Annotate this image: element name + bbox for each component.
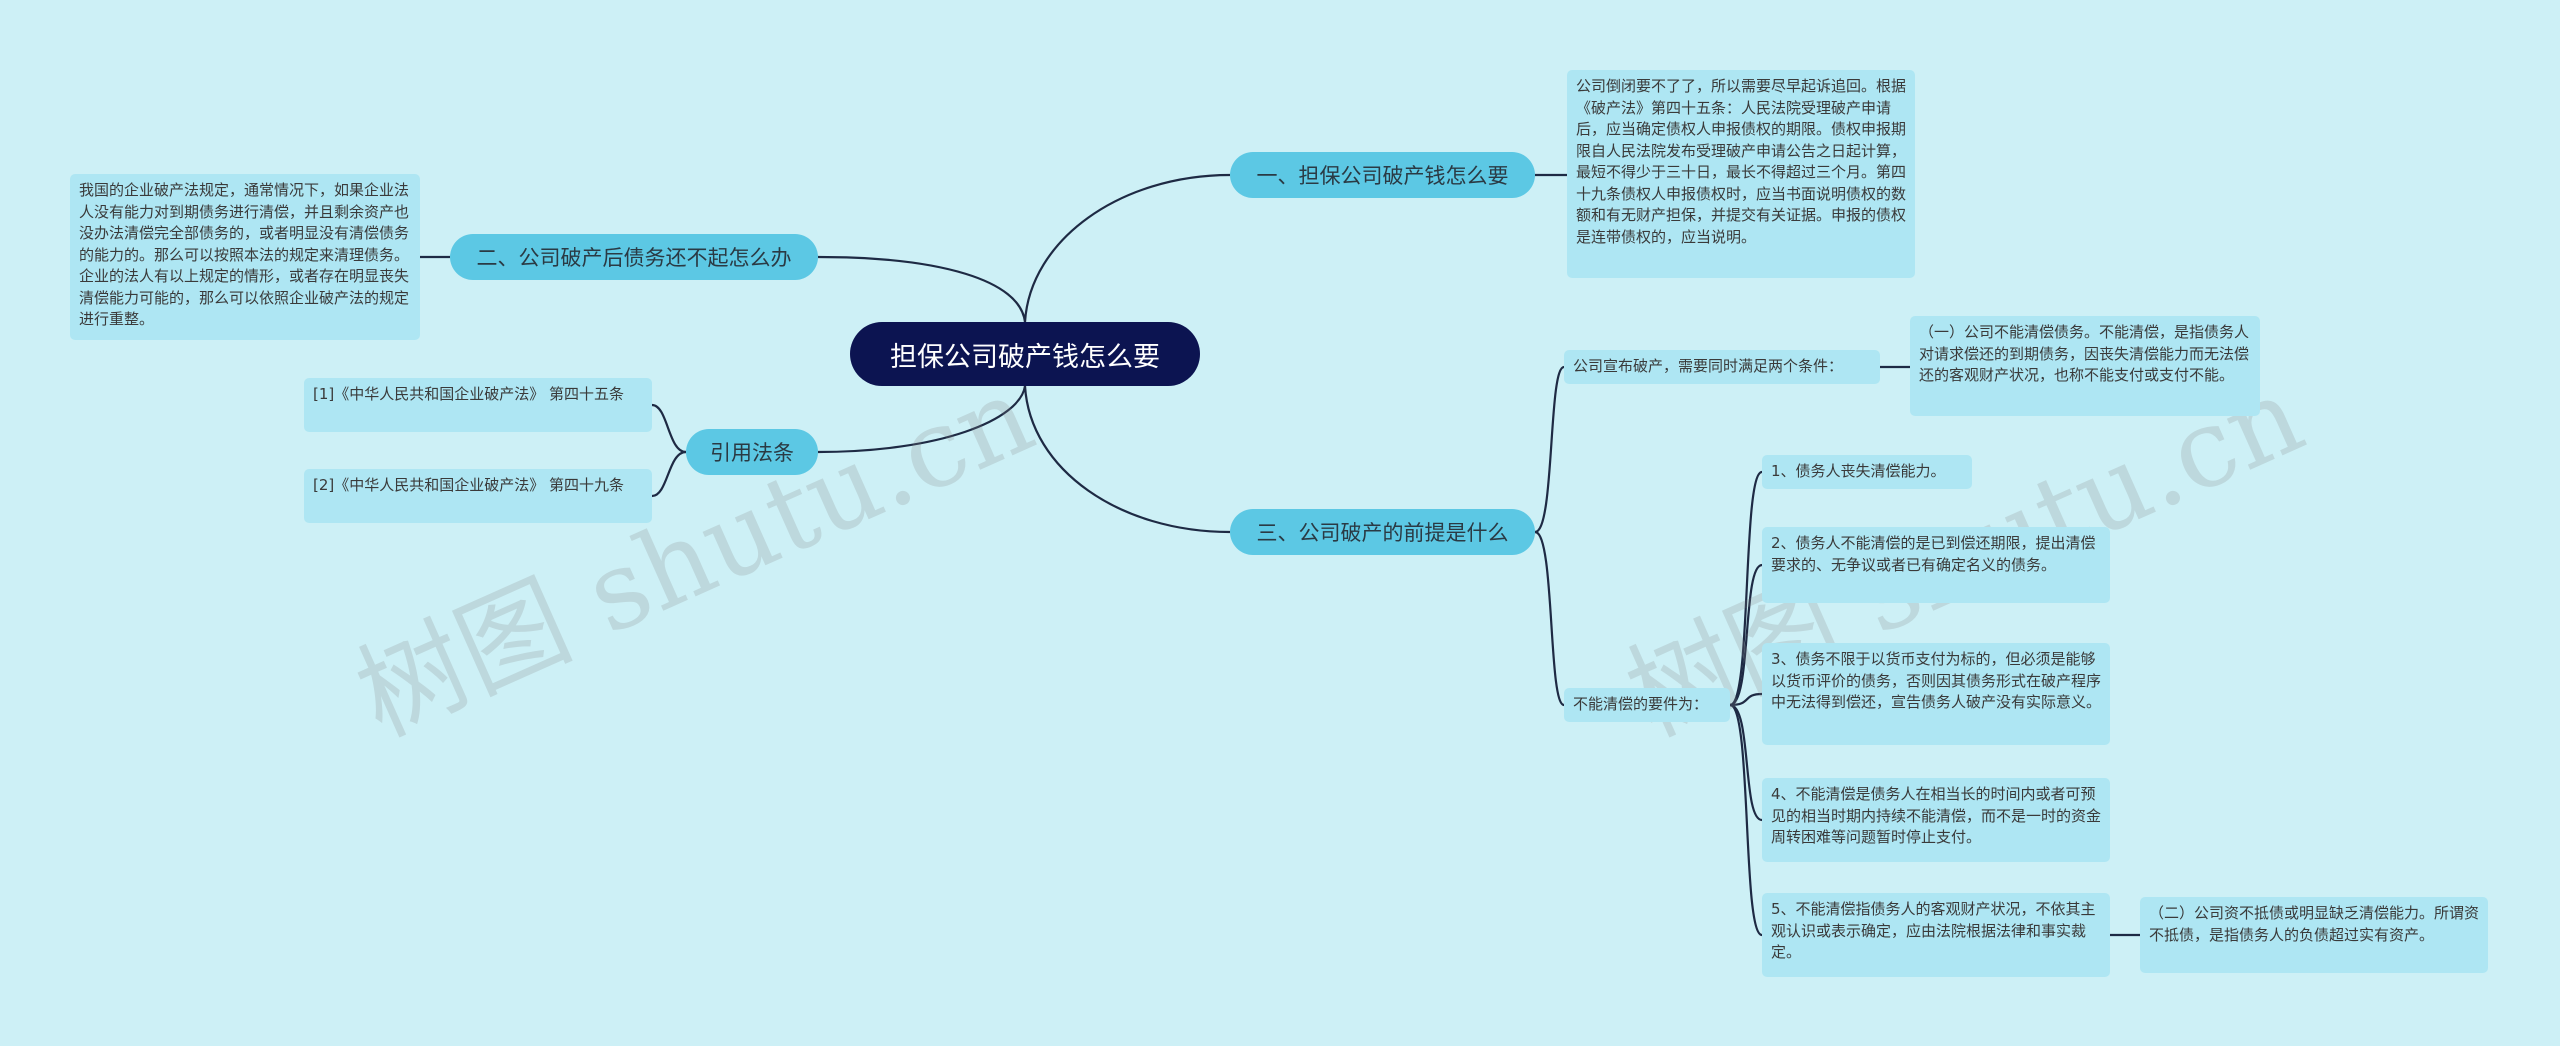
leaf-cond-1[interactable]: （一）公司不能清偿债务。不能清偿，是指债务人对请求偿还的到期债务，因丧失清偿能力… [1910, 316, 2260, 416]
link-b4-req [1534, 530, 1566, 707]
leaf-law-2[interactable]: [2]《中华人民共和国企业破产法》 第四十九条 [304, 469, 652, 523]
link-b3-law2 [651, 450, 687, 498]
link-req-2 [1729, 563, 1763, 707]
root-topic[interactable]: 担保公司破产钱怎么要 [850, 322, 1200, 386]
link-b3-law1 [651, 403, 687, 454]
leaf-req-1[interactable]: 1、债务人丧失清偿能力。 [1762, 455, 1972, 489]
leaf-req-label[interactable]: 不能清偿的要件为： [1564, 688, 1730, 722]
link-req-4 [1729, 703, 1763, 822]
link-root-b1 [1023, 173, 1231, 323]
link-root-b2 [817, 255, 1027, 323]
link-root-b4 [1023, 385, 1231, 534]
leaf-law-1[interactable]: [1]《中华人民共和国企业破产法》 第四十五条 [304, 378, 652, 432]
leaf-cond-label[interactable]: 公司宣布破产，需要同时满足两个条件： [1564, 350, 1880, 384]
link-req-1 [1729, 470, 1763, 707]
leaf-req-3[interactable]: 3、债务不限于以货币支付为标的，但必须是能够以货币评价的债务，否则因其债务形式在… [1762, 643, 2110, 745]
link-root-b3 [817, 385, 1027, 454]
link-req-3 [1729, 692, 1763, 707]
leaf-b1-text[interactable]: 公司倒闭要不了了，所以需要尽早起诉追回。根据《破产法》第四十五条：人民法院受理破… [1567, 70, 1915, 278]
leaf-req-4[interactable]: 4、不能清偿是债务人在相当长的时间内或者可预见的相当时期内持续不能清偿，而不是一… [1762, 778, 2110, 862]
branch-1[interactable]: 一、担保公司破产钱怎么要 [1230, 152, 1535, 198]
branch-3[interactable]: 引用法条 [686, 429, 818, 475]
leaf-b2-text[interactable]: 我国的企业破产法规定，通常情况下，如果企业法人没有能力对到期债务进行清偿，并且剩… [70, 174, 420, 340]
branch-2[interactable]: 二、公司破产后债务还不起怎么办 [450, 234, 818, 280]
leaf-req-5[interactable]: 5、不能清偿指债务人的客观财产状况，不依其主观认识或表示确定，应由法院根据法律和… [1762, 893, 2110, 977]
branch-4[interactable]: 三、公司破产的前提是什么 [1230, 509, 1535, 555]
link-b4-cond [1534, 365, 1565, 534]
link-req-5 [1729, 703, 1763, 937]
leaf-cond-2[interactable]: （二）公司资不抵债或明显缺乏清偿能力。所谓资不抵债，是指债务人的负债超过实有资产… [2140, 897, 2488, 973]
leaf-req-2[interactable]: 2、债务人不能清偿的是已到偿还期限，提出清偿要求的、无争议或者已有确定名义的债务… [1762, 527, 2110, 603]
